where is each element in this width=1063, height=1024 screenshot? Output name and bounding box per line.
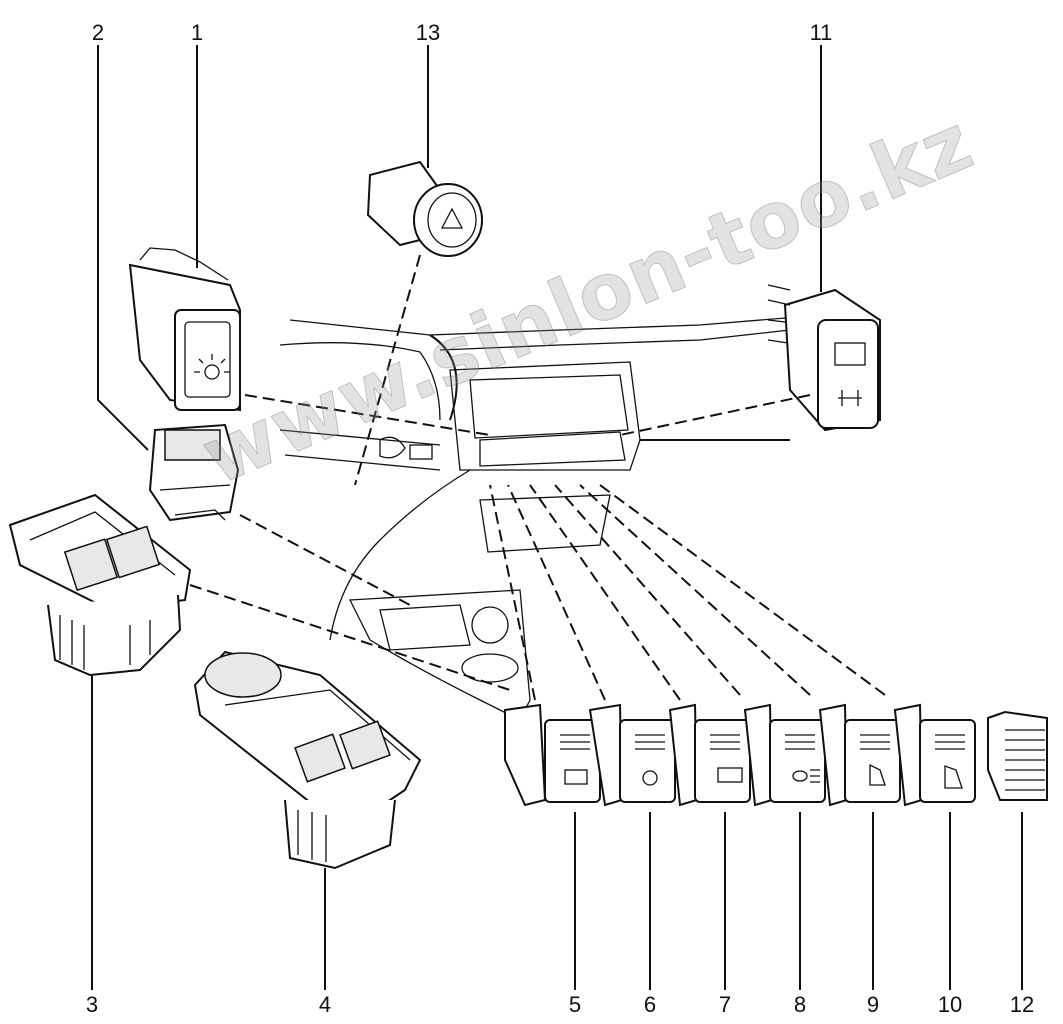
part-7-rocker-switch	[668, 703, 751, 807]
part-11-rear-defog-switch	[767, 284, 881, 432]
callout-3: 3	[85, 992, 99, 1017]
callout-9: 9	[866, 992, 880, 1017]
rocker-switch-row	[504, 703, 1048, 807]
part-13-hazard-button	[366, 160, 483, 257]
callout-10: 10	[937, 992, 963, 1017]
installation-arrows	[189, 254, 886, 701]
callout-5: 5	[568, 992, 582, 1017]
part-6-rocker-switch	[588, 703, 676, 807]
callout-12: 12	[1009, 992, 1035, 1017]
part-1-light-switch	[128, 247, 241, 412]
part-5-rocker-switch	[504, 703, 601, 807]
callout-13: 13	[415, 20, 441, 45]
callout-8: 8	[793, 992, 807, 1017]
callout-11: 11	[809, 20, 833, 45]
part-12-blank-plug	[987, 710, 1048, 801]
callout-7: 7	[718, 992, 732, 1017]
part-9-rocker-switch	[818, 703, 901, 807]
callout-1: 1	[190, 20, 204, 45]
callout-2: 2	[91, 20, 105, 45]
part-3-window-switch	[8, 493, 192, 677]
part-2-small-switch	[148, 423, 240, 522]
part-4-mirror-window-switch	[193, 650, 422, 870]
callout-4: 4	[318, 992, 332, 1017]
leader-lines	[91, 45, 1023, 990]
callout-6: 6	[643, 992, 657, 1017]
part-10-rocker-switch	[893, 703, 976, 807]
part-8-rocker-switch	[743, 703, 826, 807]
